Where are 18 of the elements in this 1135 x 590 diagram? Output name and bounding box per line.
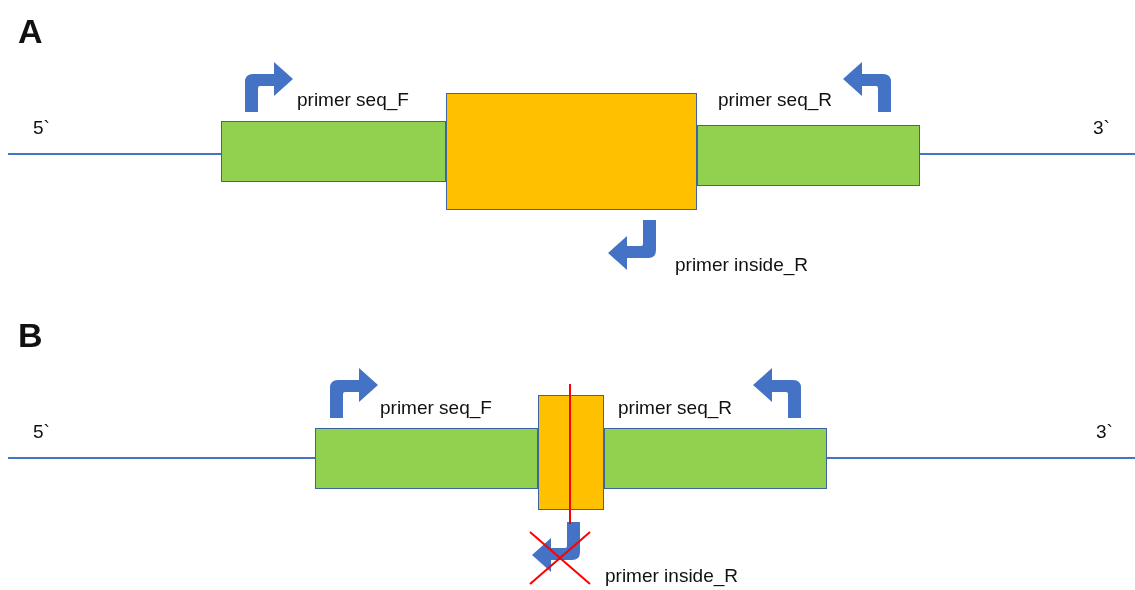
end-label: 5`: [33, 422, 50, 441]
primer-label: primer seq_F: [297, 90, 409, 109]
primer-label: primer seq_R: [618, 398, 733, 417]
gene-region-box: [315, 428, 538, 489]
end-label: 3`: [1096, 422, 1113, 441]
primer-label: primer seq_F: [380, 398, 492, 417]
gene-region-box: [604, 428, 827, 489]
end-label: 3`: [1093, 118, 1110, 137]
gene-region-box: [446, 93, 697, 210]
panel-letter: B: [18, 318, 43, 352]
gene-region-box: [538, 395, 604, 510]
primer-label: primer seq_R: [718, 90, 833, 109]
end-label: 5`: [33, 118, 50, 137]
primer-label: primer inside_R: [605, 566, 739, 585]
gene-region-box: [221, 121, 446, 182]
gene-region-box: [697, 125, 920, 186]
primer-label: primer inside_R: [675, 255, 809, 274]
panel-letter: A: [18, 14, 43, 48]
